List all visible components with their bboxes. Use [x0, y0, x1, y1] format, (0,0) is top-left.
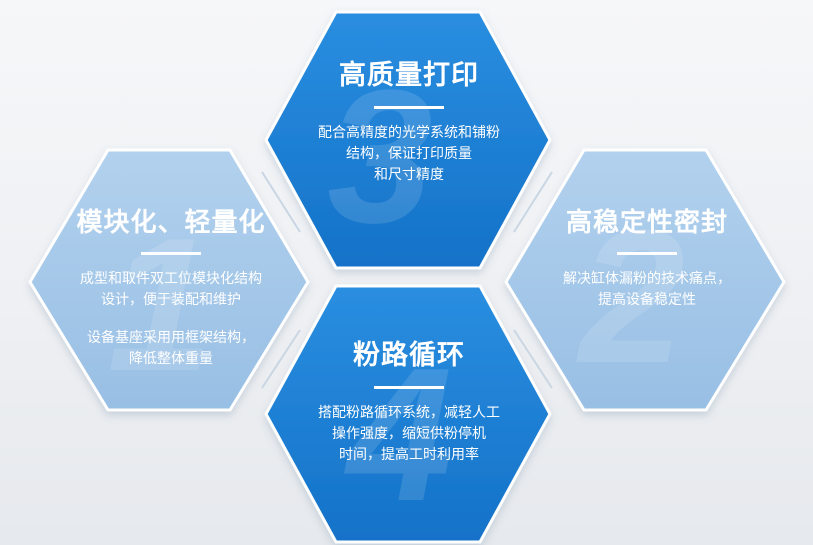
card-description: 配合高精度的光学系统和铺粉 结构，保证打印质量 和尺寸精度 [282, 123, 536, 186]
description-line: 配合高精度的光学系统和铺粉 [318, 125, 500, 141]
watermark-number-left: 1 [107, 199, 213, 411]
card-title: 模块化、轻量化 [76, 208, 266, 238]
card-title: 高稳定性密封 [565, 208, 728, 238]
hexagon-left [28, 148, 310, 412]
hexagon-bottom [264, 284, 552, 544]
description-line: 提高设备稳定性 [598, 292, 696, 308]
title-divider [617, 252, 677, 255]
watermark-number-top: 3 [327, 51, 433, 263]
connector-lines [261, 171, 553, 389]
title-divider [374, 386, 444, 389]
card-description: 搭配粉路循环系统，减轻人工 操作强度，缩短供粉停机 时间，提高工时利用率 [282, 403, 536, 466]
description-line: 成型和取件双工位模块化结构 [80, 271, 262, 287]
description-line: 解决缸体漏粉的技术痛点， [563, 271, 731, 287]
description-line: 降低整体重量 [129, 351, 213, 367]
hexagon-top [264, 10, 552, 270]
watermark-number-right: 2 [576, 191, 685, 403]
watermark-number-bottom: 4 [343, 329, 453, 541]
description-line: 搭配粉路循环系统，减轻人工 [318, 405, 500, 421]
title-divider [374, 106, 444, 109]
description-line: 设计，便于装配和维护 [101, 292, 241, 308]
feature-card-print-quality: 高质量打印 配合高精度的光学系统和铺粉 结构，保证打印质量 和尺寸精度 [282, 58, 536, 186]
card-title: 粉路循环 [353, 340, 465, 371]
hexagon-right [504, 148, 786, 412]
card-description: 成型和取件双工位模块化结构 设计，便于装配和维护 设备基座采用用框架结构， 降低… [40, 269, 302, 370]
description-paragraph: 成型和取件双工位模块化结构 设计，便于装配和维护 [40, 269, 302, 311]
description-line: 时间，提高工时利用率 [339, 447, 479, 463]
card-description: 解决缸体漏粉的技术痛点， 提高设备稳定性 [516, 269, 778, 311]
description-paragraph: 设备基座采用用框架结构， 降低整体重量 [40, 328, 302, 370]
card-title: 高质量打印 [339, 60, 479, 91]
description-line: 结构，保证打印质量 [346, 146, 472, 162]
feature-card-stable-sealing: 高稳定性密封 解决缸体漏粉的技术痛点， 提高设备稳定性 [516, 206, 778, 311]
description-line: 和尺寸精度 [374, 167, 444, 183]
feature-card-modular-lightweight: 模块化、轻量化 成型和取件双工位模块化结构 设计，便于装配和维护 设备基座采用用… [40, 206, 302, 370]
description-line: 操作强度，缩短供粉停机 [332, 426, 486, 442]
description-line: 设备基座采用用框架结构， [87, 330, 255, 346]
feature-card-powder-circulation: 粉路循环 搭配粉路循环系统，减轻人工 操作强度，缩短供粉停机 时间，提高工时利用… [282, 338, 536, 466]
title-divider [141, 252, 201, 255]
